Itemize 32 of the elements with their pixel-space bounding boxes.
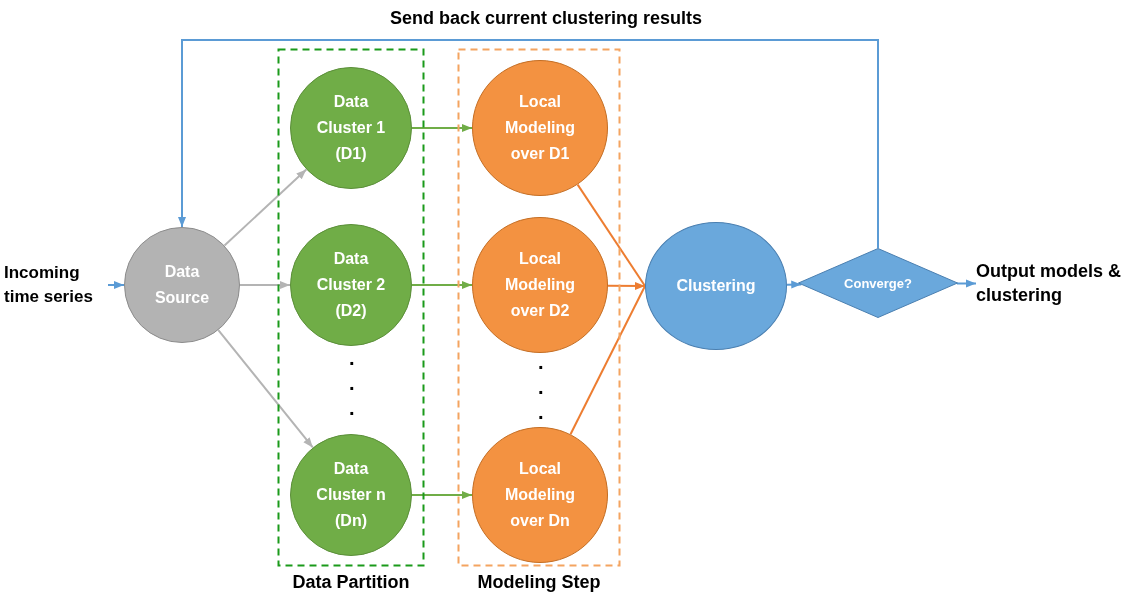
node-label: Clustering: [675, 276, 757, 296]
arrow: [411, 281, 473, 289]
ellipsis-dot: .: [349, 398, 355, 418]
node-label: Local Modeling over D2: [503, 249, 577, 321]
ellipsis-dot: .: [538, 352, 544, 372]
connector-line: [569, 285, 646, 436]
ellipsis-dot: .: [538, 377, 544, 397]
ellipsis-dot: .: [349, 348, 355, 368]
node-label: Converge?: [844, 275, 912, 291]
arrow: [955, 279, 977, 288]
node-label: Data Cluster n (Dn): [315, 459, 387, 531]
group-heading: Modeling Step: [476, 571, 602, 593]
group-heading: Data Partition: [291, 571, 411, 593]
node-label: Output models & clustering: [976, 260, 1122, 307]
arrow: [239, 281, 291, 289]
arrow: [411, 491, 473, 499]
arrow: [223, 168, 308, 247]
arrow: [107, 281, 125, 289]
node-label: Incoming time series: [4, 262, 94, 308]
arrow: [411, 124, 473, 132]
node-label: Data Cluster 1 (D1): [315, 92, 387, 164]
arrow: [607, 281, 646, 290]
arrow: [786, 280, 803, 289]
node-label: Data Cluster 2 (D2): [315, 249, 387, 321]
arrow: [217, 329, 314, 449]
node-label: Local Modeling over D1: [503, 92, 577, 164]
arrow: [178, 39, 879, 249]
node-label: Local Modeling over Dn: [503, 459, 577, 531]
ellipsis-dot: .: [538, 402, 544, 422]
node-label: Data Source: [153, 262, 211, 308]
ellipsis-dot: .: [349, 373, 355, 393]
connector-line: [576, 183, 646, 287]
